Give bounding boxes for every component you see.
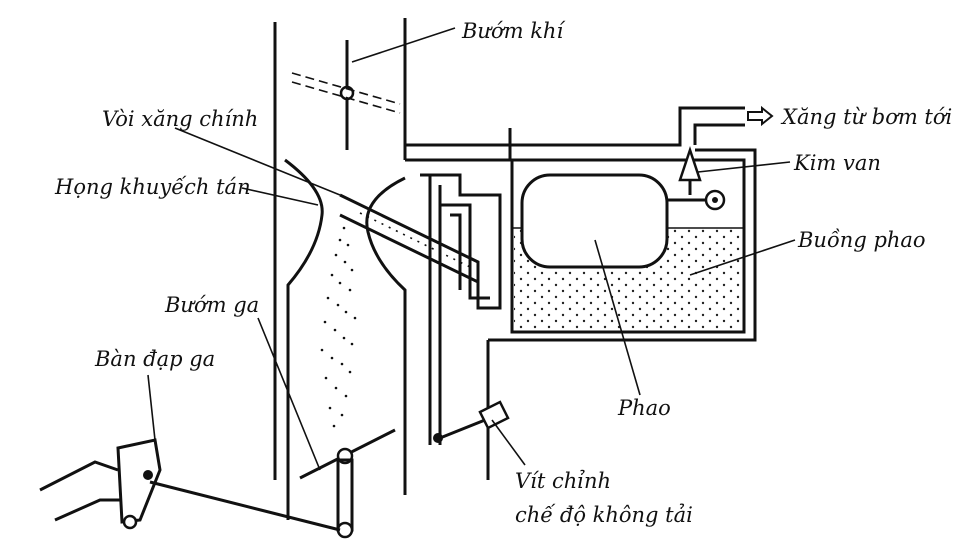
label-buom-khi: Bướm khí bbox=[461, 19, 565, 43]
venturi-throat bbox=[284, 158, 407, 520]
float bbox=[520, 173, 726, 269]
accelerator-pedal bbox=[39, 438, 162, 530]
choke-valve bbox=[291, 40, 401, 150]
label-hong-khuyech-tan: Họng khuyếch tán bbox=[54, 175, 251, 199]
label-xang-tu-bom-toi: Xăng từ bơm tới bbox=[780, 105, 952, 129]
label-vit-chinh-line2: chế độ không tải bbox=[515, 503, 693, 527]
label-voi-xang-chinh: Vòi xăng chính bbox=[102, 107, 258, 131]
idle-adjust-screw bbox=[433, 400, 510, 443]
air-channel bbox=[273, 18, 407, 495]
label-ban-dap-ga: Bàn đạp ga bbox=[94, 347, 215, 371]
fuel-spray bbox=[320, 226, 357, 428]
fuel-inlet-arrow-icon bbox=[747, 105, 774, 127]
label-buong-phao: Buồng phao bbox=[797, 228, 926, 252]
throttle-linkage bbox=[149, 458, 354, 539]
main-fuel-jet bbox=[339, 193, 480, 285]
label-buom-ga: Bướm ga bbox=[164, 293, 259, 317]
label-vit-chinh-line1: Vít chỉnh bbox=[515, 469, 611, 493]
label-phao: Phao bbox=[617, 396, 671, 420]
label-kim-van: Kim van bbox=[793, 151, 881, 175]
labels: Bướm khí Vòi xăng chính Xăng từ bơm tới … bbox=[54, 19, 952, 527]
needle-valve bbox=[678, 146, 702, 195]
leader-lines bbox=[147, 27, 796, 471]
